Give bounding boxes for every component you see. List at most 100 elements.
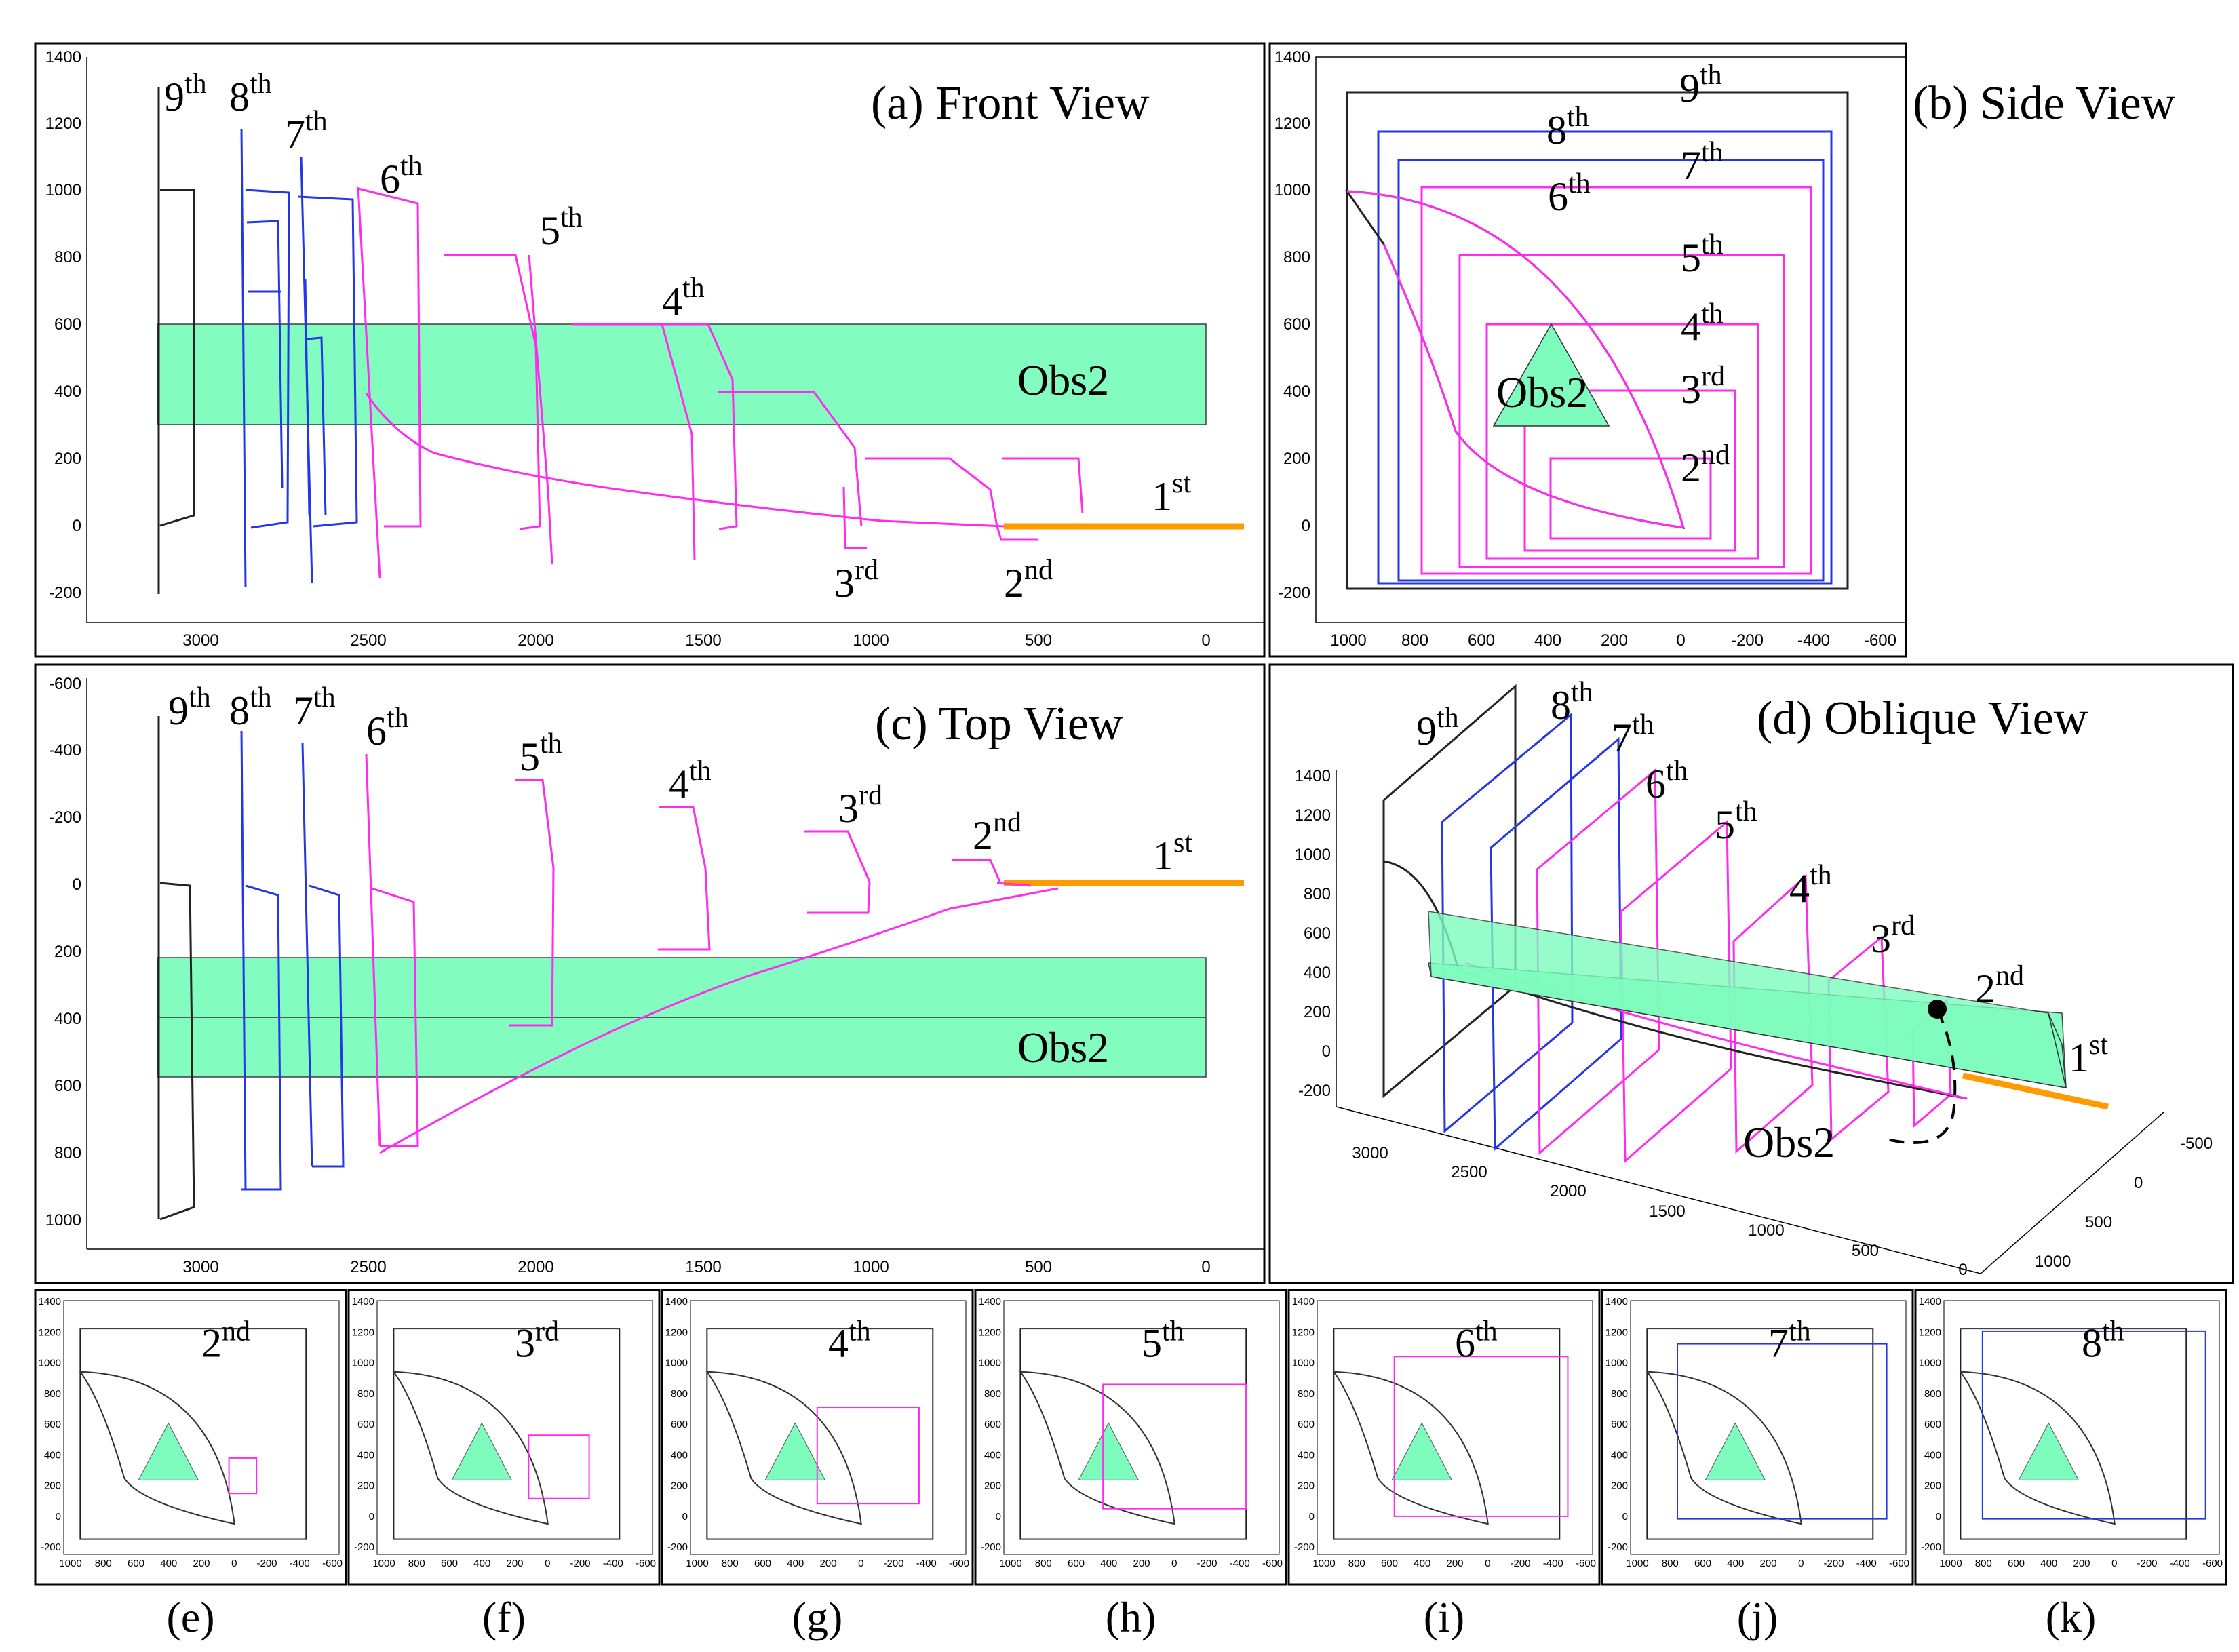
cross-section-y-tick: 0	[1936, 1511, 1941, 1522]
cross-section-x-tick: -600	[2202, 1558, 2223, 1569]
cross-section-x-tick: 0	[231, 1558, 237, 1569]
side-x-tick-labels: 1000 800 600 400 200 0 -200 -400 -600	[1330, 631, 1896, 650]
front-y-tick: 800	[54, 248, 81, 267]
oblique-obstacle-obs2	[1428, 911, 2067, 1088]
cross-section-y-tick: 200	[357, 1480, 374, 1492]
cross-section-y-tick: -200	[354, 1541, 374, 1553]
oblique-axes	[1336, 770, 2164, 1274]
cross-section-x-tick: -600	[322, 1558, 343, 1569]
oblique-first-stage	[1962, 1072, 2109, 1110]
cross-section-y-tick: 400	[357, 1449, 374, 1461]
cross-section-y-tick: 1200	[665, 1326, 688, 1338]
cross-section-y-tick: 600	[1298, 1419, 1315, 1430]
cross-section-envelope	[1646, 1371, 1802, 1525]
front-fourth-inner	[661, 323, 696, 561]
top-sixth-stage	[365, 753, 419, 1147]
oblique-z-tick: 400	[1304, 964, 1331, 982]
cross-section-y-tick: 0	[682, 1511, 688, 1522]
cross-section-y-tick: 0	[1309, 1511, 1315, 1522]
front-obstacle-obs2	[157, 323, 1207, 425]
cross-section-frame	[974, 1289, 1287, 1586]
cross-section-x-tick: -200	[2137, 1558, 2157, 1569]
oblique-z-tick: -200	[1298, 1082, 1331, 1100]
cross-section-envelope	[705, 1371, 862, 1525]
cross-section-y-tick: 600	[357, 1419, 374, 1430]
side-x-tick: 400	[1534, 631, 1561, 650]
front-y-tick: 200	[54, 450, 81, 468]
cross-section-obstacle	[764, 1422, 826, 1480]
ordinal-second: 2nd	[973, 807, 1021, 858]
oblique-z-tick: 200	[1304, 1003, 1331, 1021]
cross-section-x-tick: -600	[1889, 1558, 1909, 1569]
cross-section-y-tick: 1200	[1292, 1326, 1315, 1338]
cross-section-plot-area	[1317, 1300, 1593, 1555]
oblique-y-tick: 1000	[2035, 1253, 2071, 1271]
cross-section-y-tick: 400	[1611, 1449, 1628, 1461]
cross-section-ordinal: 3rd	[515, 1316, 559, 1365]
top-x-tick: 2000	[518, 1258, 553, 1276]
front-x-tick: 1000	[853, 631, 889, 650]
ordinal-first: 1st	[1152, 468, 1191, 519]
ordinal-seventh: 7th	[285, 106, 328, 157]
cross-section-obstacle	[2018, 1422, 2080, 1480]
side-fifth-section	[1458, 254, 1785, 568]
cross-section-y-tick: 200	[1924, 1480, 1941, 1492]
cross-section-y-tick: 800	[1298, 1388, 1315, 1400]
cross-section-y-tick: -200	[1294, 1541, 1315, 1553]
side-y-tick: 800	[1283, 248, 1310, 267]
ordinal-first: 1st	[2069, 1029, 2108, 1080]
cross-section-frame	[1287, 1289, 1601, 1586]
cross-section-y-tick: -200	[981, 1541, 1001, 1553]
cross-section-y-tick: 200	[1611, 1480, 1628, 1492]
cross-section-x-tick: 200	[1759, 1558, 1776, 1569]
top-x-tick: 3000	[182, 1258, 218, 1276]
cross-section-y-tick: 400	[1298, 1449, 1315, 1461]
cross-section-envelope	[79, 1371, 235, 1525]
cross-section-y-tick: 1200	[1919, 1326, 1941, 1338]
cross-section-x-tick: -200	[1196, 1558, 1217, 1569]
cross-section-y-tick: 800	[671, 1388, 688, 1400]
cross-section-x-tick: 600	[1381, 1558, 1398, 1569]
top-y-tick: -200	[49, 808, 81, 827]
top-y-tick: 200	[54, 943, 81, 961]
cross-section-outer-bound	[1333, 1328, 1561, 1540]
cross-section-plot-area	[1003, 1300, 1280, 1555]
front-x-tick: 0	[1201, 631, 1210, 650]
cross-section-y-tick: 0	[996, 1511, 1001, 1522]
cross-section-y-tick: 1000	[665, 1358, 688, 1369]
cross-section-x-tick: 600	[1068, 1558, 1085, 1569]
cross-section-x-tick: 1000	[372, 1558, 395, 1569]
side-y-tick: 1400	[1274, 48, 1310, 66]
cross-section-x-tick: 800	[1662, 1558, 1679, 1569]
top-y-tick: 1000	[45, 1211, 81, 1230]
front-y-tick: 600	[54, 315, 81, 334]
cross-section-x-tick: -400	[290, 1558, 310, 1569]
side-sixth-section	[1420, 186, 1812, 575]
front-x-tick-labels: 3000 2500 2000 1500 1000 500 0	[182, 631, 1210, 650]
top-eighth-stage	[240, 730, 282, 1191]
cross-section-x-tick: 1000	[1312, 1558, 1335, 1569]
cross-section-y-tick: 400	[44, 1449, 61, 1461]
oblique-cross-sections	[1382, 684, 1968, 1164]
ordinal-second: 2nd	[1975, 960, 2024, 1011]
front-eighth-inner	[246, 220, 284, 489]
cross-section-x-tick: 800	[1348, 1558, 1365, 1569]
top-ordinal-labels: 9th 8th 7th 6th 5th 4th 3rd 2nd 1st	[168, 682, 1192, 878]
oblique-y-tick: 0	[2134, 1174, 2143, 1192]
cross-section-caption: (j)	[1737, 1593, 1778, 1641]
side-fourth-section	[1485, 323, 1759, 560]
ordinal-fifth: 5th	[1681, 229, 1724, 280]
cross-section-x-tick: -400	[2170, 1558, 2190, 1569]
ordinal-fourth: 4th	[1681, 298, 1724, 349]
top-x-tick-labels: 3000 2500 2000 1500 1000 500 0	[182, 1258, 1210, 1276]
cross-section-caption: (k)	[2046, 1593, 2097, 1641]
oblique-x-tick-labels: 3000 2500 2000 1500 1000 500 0	[1352, 1144, 1967, 1279]
cross-section-ordinal: 2nd	[201, 1316, 250, 1365]
cross-section-x-tick: 800	[722, 1558, 739, 1569]
front-second-stage	[865, 457, 998, 527]
oblique-x-tick: 2000	[1550, 1182, 1586, 1200]
cross-section-obstacle	[451, 1422, 513, 1480]
